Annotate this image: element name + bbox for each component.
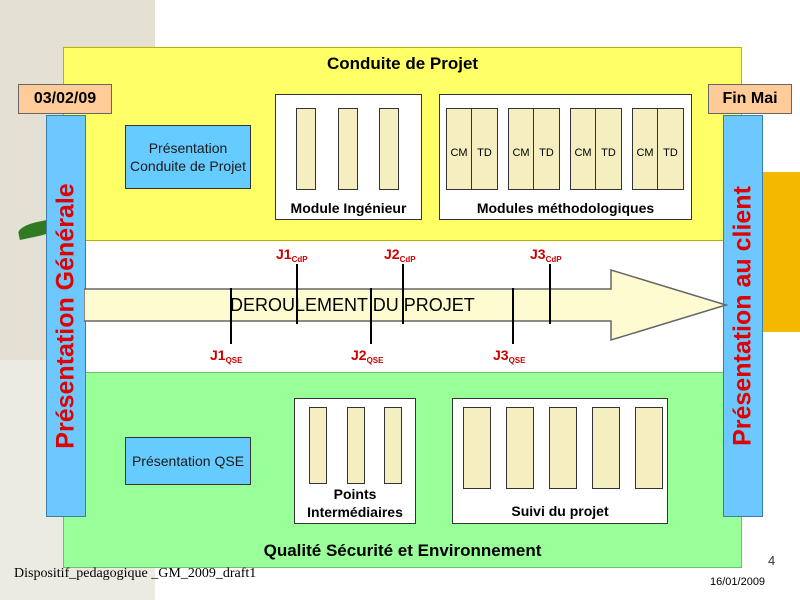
milestone-label-j1-qse: J1QSE: [210, 347, 243, 365]
td-slot: TD: [471, 108, 498, 190]
module-ingenieur-box: Module Ingénieur: [275, 94, 422, 220]
td-label: TD: [663, 147, 678, 159]
milestone-line-j2-qse: [370, 288, 372, 344]
td-label: TD: [601, 147, 616, 159]
modules-methodologiques-box: CM TD CM TD CM TD CM TD Modules méthodol…: [439, 94, 692, 220]
milestone-line-j3-qse: [512, 288, 514, 344]
bottom-section-title: Qualité Sécurité et Environnement: [263, 541, 542, 560]
milestone-line-j1-cdp: [296, 264, 298, 324]
top-section-title: Conduite de Projet: [326, 54, 479, 73]
module-slot: [463, 407, 491, 489]
cm-label: CM: [450, 147, 468, 159]
module-slot: [592, 407, 620, 489]
footer-document-name: Dispositif_pedagogique _GM_2009_draft1: [14, 566, 257, 581]
milestone-label-j3-qse: J3QSE: [493, 347, 526, 365]
module-slot: [309, 407, 327, 484]
milestone-label-j2-cdp: J2CdP: [384, 246, 416, 264]
module-slot: [296, 108, 316, 190]
td-label: TD: [477, 147, 492, 159]
module-slot: [506, 407, 534, 489]
module-slot: [635, 407, 663, 489]
suivi-projet-label: Suivi du projet: [511, 503, 609, 519]
points-intermediaires-label: Points Intermédiaires: [307, 486, 403, 520]
module-slot: [338, 108, 358, 190]
module-slot: [384, 407, 402, 484]
module-ingenieur-label: Module Ingénieur: [290, 200, 407, 216]
milestone-label-j3-cdp: J3CdP: [530, 246, 562, 264]
module-slot: [549, 407, 577, 489]
suivi-projet-box: Suivi du projet: [452, 398, 668, 524]
module-slot: [379, 108, 399, 190]
footer-date: 16/01/2009: [710, 576, 766, 588]
presentation-generale-bar: Présentation Générale: [46, 115, 86, 517]
arrow-label: DEROULEMENT DU PROJET: [230, 295, 475, 315]
footer-page-number: 4: [768, 553, 776, 568]
cm-label: CM: [512, 147, 530, 159]
td-slot: TD: [595, 108, 622, 190]
td-slot: TD: [533, 108, 560, 190]
milestone-label-j1-cdp: J1CdP: [276, 246, 308, 264]
cm-label: CM: [574, 147, 592, 159]
cm-slot: CM: [446, 108, 472, 190]
td-slot: TD: [657, 108, 684, 190]
milestone-line-j2-cdp: [402, 264, 404, 324]
milestone-line-j3-cdp: [549, 264, 551, 324]
presentation-conduite-box: Présentation Conduite de Projet: [125, 125, 251, 189]
project-timeline-arrow: [84, 268, 729, 342]
points-intermediaires-box: Points Intermédiaires: [294, 398, 416, 524]
modules-methodologiques-label: Modules méthodologiques: [476, 200, 655, 216]
presentation-client-bar: Présentation au client: [723, 115, 763, 517]
cm-label: CM: [636, 147, 654, 159]
start-date-box: 03/02/09: [18, 84, 112, 114]
presentation-qse-box: Présentation QSE: [125, 437, 251, 485]
end-date-box: Fin Mai: [708, 84, 792, 114]
td-label: TD: [539, 147, 554, 159]
presentation-generale-label: Présentation Générale: [51, 183, 80, 449]
module-slot: [347, 407, 365, 484]
milestone-line-j1-qse: [230, 288, 232, 344]
cm-slot: CM: [508, 108, 534, 190]
cm-slot: CM: [632, 108, 658, 190]
milestone-label-j2-qse: J2QSE: [351, 347, 384, 365]
cm-slot: CM: [570, 108, 596, 190]
